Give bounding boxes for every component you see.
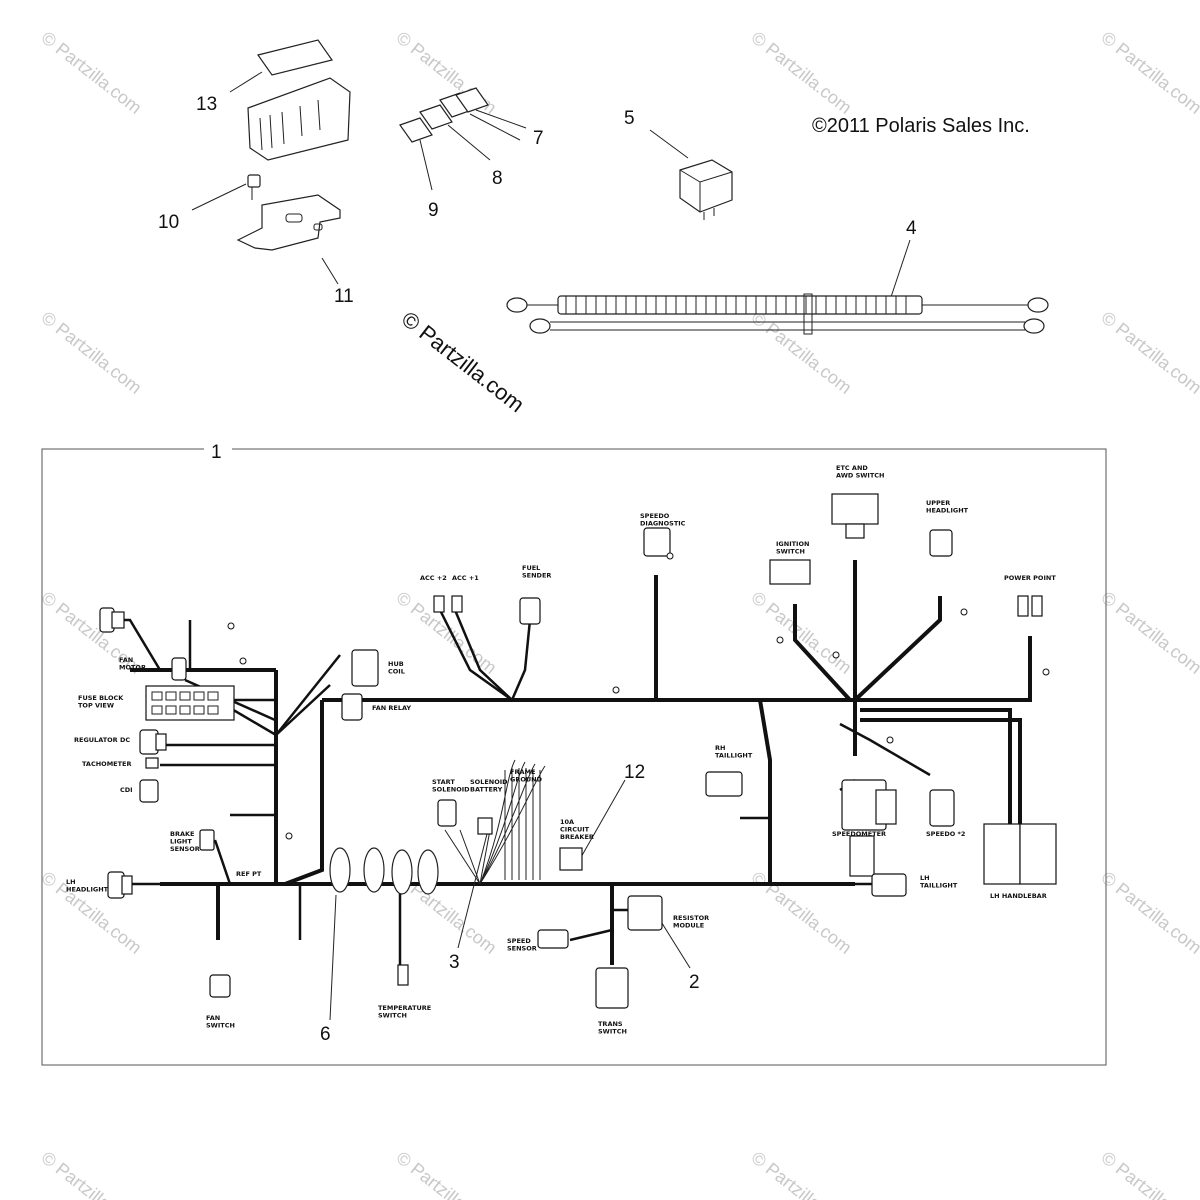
watermark-tile: © Partzilla.com [38,307,146,397]
label-regulator: REGULATOR DC [74,736,130,744]
callout-1: 1 [211,442,222,463]
label-acc2: ACC +2 [420,574,447,582]
label-power-point: POWER POINT [1004,574,1056,582]
part-13-fuse-cover: 13 [196,39,351,161]
callout-8: 8 [492,168,503,189]
callout-12: 12 [624,762,645,783]
part-4-battery-cables: 4 [506,218,1049,335]
watermark-tile: © Partzilla.com [393,1147,501,1200]
label-tachometer: TACHOMETER [82,760,131,768]
watermark-tile: © Partzilla.com [748,867,856,957]
watermark-tile: © Partzilla.com [748,587,856,677]
watermark-tile: © Partzilla.com [1098,27,1200,117]
center-watermark: © Partzilla.com [397,306,529,417]
watermark-tile: © Partzilla.com [1098,307,1200,397]
callout-4: 4 [906,218,917,239]
label-lh-handlebar: LH HANDLEBAR [990,892,1047,900]
watermark-tile: © Partzilla.com [1098,1147,1200,1200]
label-ref-pt: REF PT [236,870,262,878]
watermark-tile: © Partzilla.com [38,1147,146,1200]
label-cdi: CDI [120,786,133,794]
callout-7: 7 [533,128,544,149]
callout-2: 2 [689,972,700,993]
callout-10: 10 [158,212,179,233]
label-fan-relay: FAN RELAY [372,704,411,712]
callout-9: 9 [428,200,439,221]
watermark-tile: © Partzilla.com [1098,867,1200,957]
watermark-tile: © Partzilla.com [1098,587,1200,677]
watermark-tile: © Partzilla.com [748,307,856,397]
watermark-tile: © Partzilla.com [748,27,856,117]
part-5-relay: 5 [624,108,733,220]
frame-ground-bundle [444,759,546,885]
watermark-tile: © Partzilla.com [38,27,146,117]
callout-11: 11 [334,286,354,307]
watermark-tile: © Partzilla.com [393,587,501,677]
part-7-8-9-fuses: 7 8 9 [399,87,544,221]
callout-6: 6 [320,1024,331,1045]
label-speedometer: SPEEDOMETER [832,830,886,838]
label-speedo2: SPEEDO *2 [926,830,965,838]
label-acc1: ACC +1 [452,574,479,582]
connectors [99,493,1057,1009]
harness-trunks [112,560,1032,970]
copyright-text: ©2011 Polaris Sales Inc. [812,115,1030,137]
part-10-11-bracket: 10 11 [158,174,354,307]
watermark-tile: © Partzilla.com [748,1147,856,1200]
callout-5: 5 [624,108,635,129]
fuse-holders: 6 [320,847,439,1045]
callout-13: 13 [196,94,217,115]
callout-3: 3 [449,952,460,973]
